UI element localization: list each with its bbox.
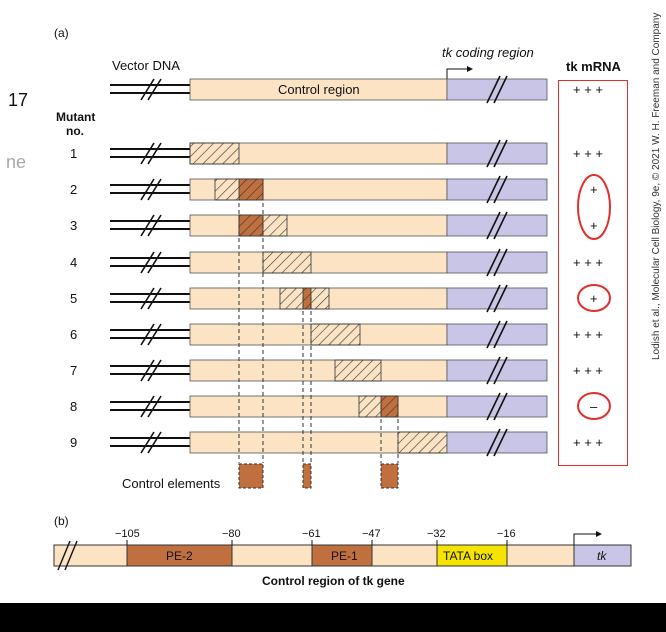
position-16: −16	[497, 528, 516, 540]
pe2-box	[126, 544, 233, 567]
mutant-number: 9	[70, 435, 77, 450]
tk-mrna-header: tk mRNA	[566, 59, 622, 74]
control-element-tata	[380, 463, 399, 489]
pe1-label: PE-1	[331, 549, 358, 563]
mrna-results: + + + + + + + + + + + + + + + + + + –	[573, 146, 611, 450]
position-80: −80	[222, 528, 241, 540]
position-61: −61	[302, 528, 321, 540]
deleted-control-element	[238, 214, 264, 237]
mutant-number: 7	[70, 363, 77, 378]
tata-box	[436, 544, 508, 567]
deletion-region	[397, 431, 448, 454]
pe1-box	[311, 544, 373, 567]
panel-a-label: (a)	[54, 26, 69, 40]
tk-label: tk	[597, 549, 607, 563]
mrna-level: + + +	[573, 327, 603, 342]
bottom-band	[0, 603, 666, 632]
mutant-row: 1	[70, 139, 548, 168]
position-105: −105	[115, 528, 140, 540]
deleted-control-element	[302, 287, 312, 310]
deletion-region	[189, 142, 240, 165]
deletion-region	[262, 251, 312, 274]
tk-coding-arrowhead	[467, 66, 473, 72]
deleted-control-element	[380, 395, 399, 418]
mutant-row: 9	[70, 428, 548, 457]
mutant-number: 5	[70, 291, 77, 306]
mutant-number: 4	[70, 255, 77, 270]
mutant-header-no: no.	[66, 124, 84, 138]
mutant-number: 2	[70, 182, 77, 197]
tk-coding-label: tk coding region	[442, 45, 534, 60]
mrna-level: + + +	[573, 363, 603, 378]
pe2-label: PE-2	[166, 549, 193, 563]
control-elements	[238, 463, 399, 489]
mutant-header: Mutant	[56, 110, 95, 124]
credit-line: Lodish et al., Molecular Cell Biology, 9…	[651, 12, 662, 360]
mutant-row: 7	[70, 356, 548, 385]
position-32: −32	[427, 528, 446, 540]
mrna-level: + + +	[573, 255, 603, 270]
tk-box	[573, 544, 632, 567]
mrna-highlight-circle	[577, 284, 611, 312]
tk-start-arrow	[573, 533, 596, 545]
mrna-result-box	[558, 80, 628, 466]
mutant-number: 3	[70, 218, 77, 233]
mutant-row: 5	[70, 284, 548, 313]
deletion-region	[334, 359, 382, 382]
control-construct	[110, 75, 548, 104]
mrna-highlight-circle	[577, 174, 611, 240]
tata-label: TATA box	[443, 549, 493, 563]
tk-coding-arrow	[446, 68, 467, 79]
mrna-level: +	[590, 182, 598, 197]
mutant-row: 2	[70, 175, 548, 204]
mutant-number: 8	[70, 399, 77, 414]
deletion-region	[310, 323, 361, 346]
control-region-label: Control region	[278, 82, 360, 97]
mrna-level: +	[590, 291, 598, 306]
mutant-number: 6	[70, 327, 77, 342]
mrna-level: + + +	[573, 435, 603, 450]
mutant-row: 4	[70, 248, 548, 277]
mutant-row: 3	[70, 211, 548, 240]
tk-control-region-map	[53, 531, 632, 571]
panel-b-caption: Control region of tk gene	[262, 574, 405, 588]
mutant-row: 8	[70, 392, 548, 421]
mutant-rows: 1 2 3 4 5 6 7 8 9	[70, 139, 548, 457]
deleted-control-element	[238, 178, 264, 201]
position-47: −47	[362, 528, 381, 540]
control-element-guides	[238, 203, 399, 463]
mrna-level: –	[590, 399, 598, 414]
control-row-mrna: + + +	[573, 82, 603, 97]
mutant-row: 6	[70, 320, 548, 349]
control-elements-label: Control elements	[122, 476, 221, 491]
position-ticks	[126, 540, 508, 545]
control-element-pe1	[302, 463, 312, 489]
mrna-highlight-circle	[577, 392, 611, 420]
mrna-level: +	[590, 218, 598, 233]
mrna-level: + + +	[573, 146, 603, 161]
panel-b-label: (b)	[54, 514, 69, 528]
mutant-number: 1	[70, 146, 77, 161]
vector-dna-label: Vector DNA	[112, 58, 180, 73]
control-element-pe2	[238, 463, 264, 489]
